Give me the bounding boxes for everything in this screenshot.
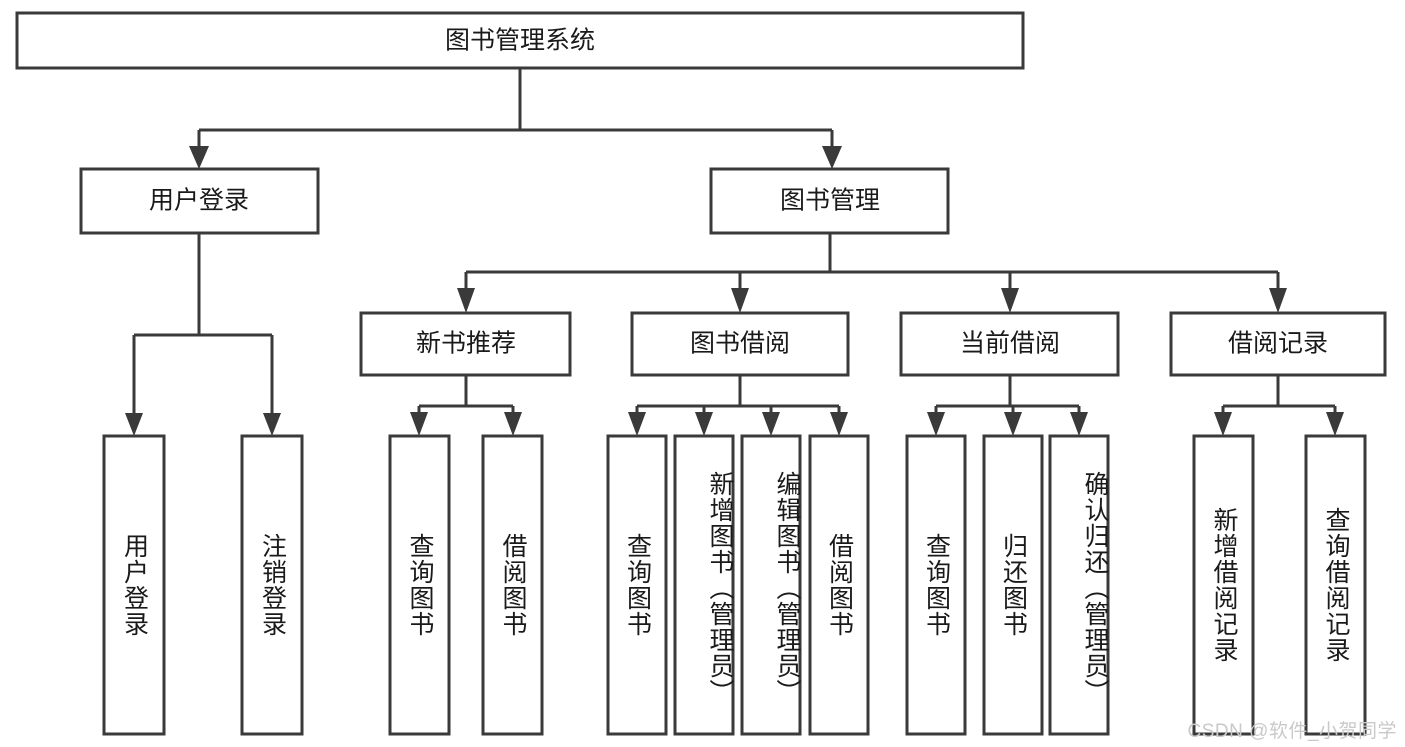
arrow-head-icon — [1326, 412, 1344, 436]
leaf-box-add-borrow-record[interactable] — [1192, 434, 1255, 736]
node-book-management[interactable]: 图书管理 — [709, 167, 950, 235]
leaf-box-query-book-cb[interactable] — [905, 434, 967, 736]
arrow-head-icon — [125, 413, 143, 436]
node-borrow-record-label: 借阅记录 — [1228, 330, 1328, 358]
arrow-head-icon — [410, 412, 428, 436]
node-current-borrow-label: 当前借阅 — [960, 330, 1060, 358]
arrow-head-icon — [822, 146, 842, 169]
connectors-bookmgmt-to-level3 — [457, 233, 1287, 313]
connectors-newbook-to-leaves — [410, 375, 522, 436]
leaf-box-logout[interactable] — [240, 434, 304, 736]
node-book-borrow-label: 图书借阅 — [690, 330, 790, 358]
node-borrow-record-box[interactable] — [1169, 311, 1387, 377]
leaf-box-return-book[interactable] — [982, 434, 1044, 736]
connectors-bookborrow-to-leaves — [628, 375, 848, 436]
node-user-login-box[interactable] — [79, 167, 320, 235]
arrow-head-icon — [1214, 412, 1232, 436]
arrow-head-icon — [1001, 288, 1019, 313]
connectors-borrowrecord-to-leaves — [1214, 375, 1344, 436]
node-root-label: 图书管理系统 — [445, 27, 595, 55]
arrow-head-icon — [830, 412, 848, 436]
arrow-head-icon — [927, 412, 945, 436]
node-book-borrow[interactable]: 图书借阅 — [630, 311, 850, 377]
leaf-box-edit-book-admin[interactable] — [740, 434, 802, 736]
node-book-borrow-box[interactable] — [630, 311, 850, 377]
leaf-box-borrow-book-bb[interactable] — [808, 434, 870, 736]
node-book-management-box[interactable] — [709, 167, 950, 235]
watermark-text: CSDN @软件_小贺同学 — [1187, 721, 1397, 742]
node-new-book-recommend-box[interactable] — [359, 311, 572, 377]
connectors-currentborrow-to-leaves — [927, 375, 1088, 436]
connectors-root-to-level2 — [189, 68, 842, 169]
leaf-box-user-login[interactable] — [102, 434, 166, 736]
leaf-box-add-book-admin[interactable] — [673, 434, 735, 736]
leaf-box-borrow-book-nb[interactable] — [481, 434, 544, 736]
arrow-head-icon — [1004, 412, 1022, 436]
node-current-borrow-box[interactable] — [899, 311, 1120, 377]
node-root[interactable]: 图书管理系统 — [15, 11, 1025, 70]
arrow-head-icon — [504, 412, 522, 436]
arrow-head-icon — [263, 413, 281, 436]
arrow-head-icon — [762, 412, 780, 436]
arrow-head-icon — [457, 288, 475, 313]
leaf-box-query-book-bb[interactable] — [606, 434, 668, 736]
leaf-box-query-borrow-record[interactable] — [1304, 434, 1367, 736]
node-book-management-label: 图书管理 — [780, 187, 880, 215]
node-user-login-label: 用户登录 — [149, 187, 249, 215]
leaf-boxes — [102, 434, 1367, 736]
connectors-userlogin-to-leaves — [125, 233, 281, 436]
arrow-head-icon — [628, 412, 646, 436]
arrow-head-icon — [695, 412, 713, 436]
node-new-book-recommend-label: 新书推荐 — [416, 330, 516, 358]
node-root-box[interactable] — [15, 11, 1025, 70]
arrow-head-icon — [1269, 288, 1287, 313]
leaf-box-query-book-nb[interactable] — [388, 434, 451, 736]
node-new-book-recommend[interactable]: 新书推荐 — [359, 311, 572, 377]
node-user-login[interactable]: 用户登录 — [79, 167, 320, 235]
node-current-borrow[interactable]: 当前借阅 — [899, 311, 1120, 377]
arrow-head-icon — [189, 146, 209, 169]
node-borrow-record[interactable]: 借阅记录 — [1169, 311, 1387, 377]
arrow-head-icon — [731, 288, 749, 313]
leaf-box-confirm-return-admin[interactable] — [1048, 434, 1110, 736]
arrow-head-icon — [1070, 412, 1088, 436]
